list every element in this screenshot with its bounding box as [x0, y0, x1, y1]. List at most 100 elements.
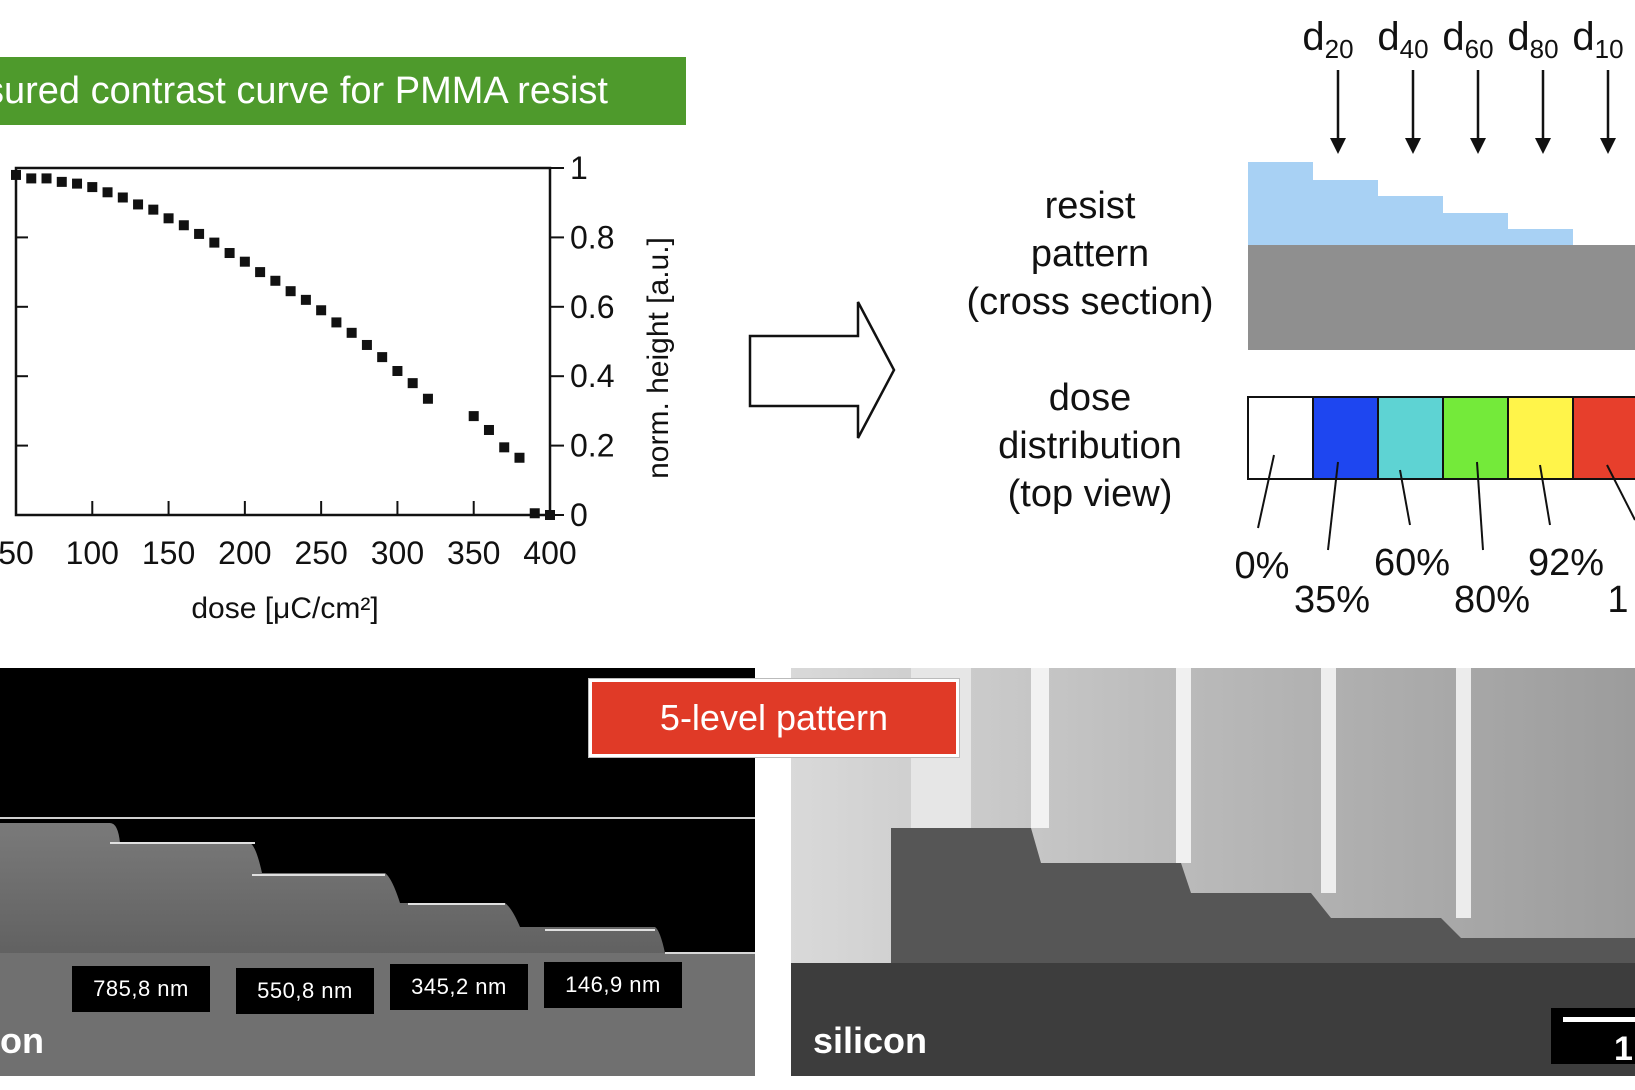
- dose-cell: [1377, 396, 1444, 480]
- dose-percent-label: 60%: [1374, 542, 1450, 584]
- y-axis-label: norm. height [a.u.]: [642, 237, 675, 479]
- data-point: [377, 352, 388, 363]
- leader-line: [1327, 461, 1339, 551]
- data-point: [361, 339, 372, 350]
- data-point: [72, 178, 83, 189]
- arrow-head-icon: [1535, 138, 1551, 154]
- y-tick-label: 0: [570, 497, 588, 533]
- dose-marker-subscript: 60: [1465, 34, 1494, 64]
- y-tick-label: 0.4: [570, 358, 614, 394]
- y-tick-label: 0.8: [570, 219, 614, 255]
- data-point: [331, 317, 342, 328]
- x-tick-label: 100: [66, 535, 119, 571]
- substrate: [1248, 245, 1635, 350]
- plot-frame: [14, 166, 552, 517]
- resist-label-line3: (cross section): [966, 281, 1214, 323]
- dose-marker-label: d20: [1302, 15, 1353, 64]
- sem-left-material-label: on: [0, 1020, 44, 1061]
- data-point: [117, 192, 128, 203]
- arrow-head-icon: [1330, 138, 1346, 154]
- dose-percent-label: 35%: [1294, 579, 1370, 621]
- data-point: [11, 169, 21, 180]
- data-point: [26, 173, 37, 184]
- dose-marker-subscript: 80: [1530, 34, 1559, 64]
- leader-line: [1476, 461, 1484, 551]
- dose-percent-label: 1: [1607, 579, 1628, 621]
- arrow-head-icon: [1405, 138, 1421, 154]
- data-point: [422, 393, 433, 404]
- dose-marker-label: d40: [1377, 15, 1428, 64]
- data-point: [407, 378, 418, 389]
- measurement-label: 345,2 nm: [390, 964, 528, 1010]
- dose-marker-subscript: 40: [1400, 34, 1429, 64]
- banner-title: sured contrast curve for PMMA resist: [0, 70, 608, 112]
- x-tick-label: 200: [218, 535, 271, 571]
- dose-percent-label: 80%: [1454, 579, 1530, 621]
- data-point: [346, 327, 357, 338]
- measurement-label: 146,9 nm: [544, 962, 682, 1008]
- dose-label-line2: distribution: [998, 425, 1182, 467]
- leader-line: [1399, 469, 1411, 526]
- data-point: [224, 248, 235, 259]
- y-tick-label: 0.6: [570, 289, 614, 325]
- leader-line: [1539, 464, 1551, 526]
- data-point: [148, 204, 159, 215]
- arrow-head-icon: [1470, 138, 1486, 154]
- data-point: [102, 187, 113, 198]
- x-tick-label: 350: [447, 535, 500, 571]
- data-point: [483, 424, 494, 435]
- data-point: [239, 256, 250, 267]
- resist-steps: [1248, 162, 1573, 245]
- dose-cell: [1572, 396, 1635, 480]
- dose-diagram: d20 d40 d60 d80 d10 0%35%60%80%92%1: [1235, 15, 1635, 621]
- resist-pattern-label: resist pattern (cross section): [950, 182, 1230, 326]
- data-point: [133, 199, 144, 210]
- dose-percent-label: 92%: [1528, 542, 1604, 584]
- dose-marker-label: d80: [1507, 15, 1558, 64]
- dose-cell: [1312, 396, 1379, 480]
- sem-right-material-label: silicon: [813, 1020, 928, 1061]
- data-point: [514, 452, 525, 463]
- dose-cell: [1247, 396, 1314, 480]
- data-point: [300, 294, 311, 305]
- dose-distribution-label: dose distribution (top view): [950, 374, 1230, 518]
- arrow-head-icon: [1600, 138, 1616, 154]
- data-point: [316, 305, 327, 316]
- dose-percent-label: 0%: [1235, 545, 1290, 587]
- data-point: [209, 237, 220, 248]
- data-point: [270, 275, 281, 286]
- measurement-label: 785,8 nm: [72, 966, 210, 1012]
- leader-line: [1257, 454, 1275, 529]
- measurement-label: 550,8 nm: [236, 968, 374, 1014]
- dose-cell: [1442, 396, 1509, 480]
- data-point: [529, 508, 540, 519]
- y-tick-label: 0.2: [570, 428, 614, 464]
- scale-bar-label: 1: [1614, 1030, 1633, 1068]
- resist-label-line2: pattern: [1030, 233, 1150, 275]
- title-banner: sured contrast curve for PMMA resist: [0, 57, 686, 125]
- data-point: [87, 182, 98, 193]
- x-axis-label: dose [μC/cm²]: [191, 592, 378, 625]
- dose-marker-label: d60: [1442, 15, 1493, 64]
- data-point: [56, 176, 67, 187]
- y-tick-label: 1: [570, 150, 588, 186]
- data-point: [41, 173, 52, 184]
- resist-label-line1: resist: [1044, 185, 1136, 227]
- badge-text: 5-level pattern: [659, 697, 889, 738]
- data-point: [285, 286, 296, 297]
- dose-label-line1: dose: [1048, 377, 1132, 419]
- x-tick-label: 150: [142, 535, 195, 571]
- data-point: [194, 228, 205, 239]
- x-tick-label: 400: [523, 535, 576, 571]
- data-point: [499, 442, 510, 453]
- dose-marker-label: d10: [1572, 15, 1623, 64]
- dose-label-line3: (top view): [1007, 473, 1173, 515]
- dose-marker-subscript: 20: [1325, 34, 1354, 64]
- data-point: [163, 213, 174, 224]
- x-tick-label: 50: [0, 535, 34, 571]
- x-tick-label: 250: [294, 535, 347, 571]
- data-point: [392, 365, 403, 376]
- data-point: [468, 411, 479, 422]
- x-tick-label: 300: [371, 535, 424, 571]
